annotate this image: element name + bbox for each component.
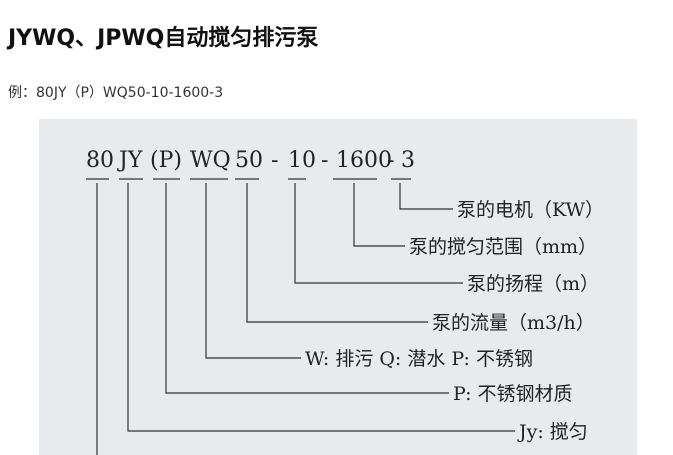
leader-jy <box>127 183 515 432</box>
label-flow: 泵的流量（m3/h） <box>432 312 595 334</box>
leader-head <box>294 183 463 284</box>
code-part-dash-1: - <box>271 148 278 173</box>
code-part-wq: WQ <box>190 148 231 173</box>
code-part-dash-3: - <box>387 148 394 173</box>
leader-power <box>399 183 453 210</box>
code-part-diameter: 80 <box>86 148 114 173</box>
code-part-dash-2: - <box>321 148 328 173</box>
label-head: 泵的扬程（m） <box>467 273 599 295</box>
label-wq: W: 排污 Q: 潜水 P: 不锈钢 <box>305 348 533 370</box>
code-part-jy: JY <box>117 148 143 173</box>
label-motor-power: 泵的电机（KW） <box>457 199 604 221</box>
leader-flow <box>246 183 428 323</box>
label-material: P: 不锈钢材质 <box>453 383 573 405</box>
label-jy: Jy: 搅匀 <box>517 421 588 443</box>
code-part-power: 3 <box>401 148 415 173</box>
code-part-head: 10 <box>288 148 316 173</box>
code-part-stir: 1600 <box>336 148 392 173</box>
leader-stir <box>353 183 405 247</box>
code-part-p: (P) <box>150 148 182 173</box>
label-stir-range: 泵的搅匀范围（mm） <box>409 236 597 258</box>
code-part-flow: 50 <box>235 148 263 173</box>
leader-wq <box>205 183 301 359</box>
model-code-diagram: 80 JY (P) WQ 50 - 10 - 1600 - 3 泵的电机（KW）… <box>39 119 637 455</box>
model-example: 例：80JY（P）WQ50-10-1600-3 <box>8 85 224 101</box>
diagram-svg: 80 JY (P) WQ 50 - 10 - 1600 - 3 泵的电机（KW）… <box>86 148 604 455</box>
leader-p <box>165 183 449 394</box>
page-title: JYWQ、JPWQ自动搅匀排污泵 <box>8 26 319 51</box>
